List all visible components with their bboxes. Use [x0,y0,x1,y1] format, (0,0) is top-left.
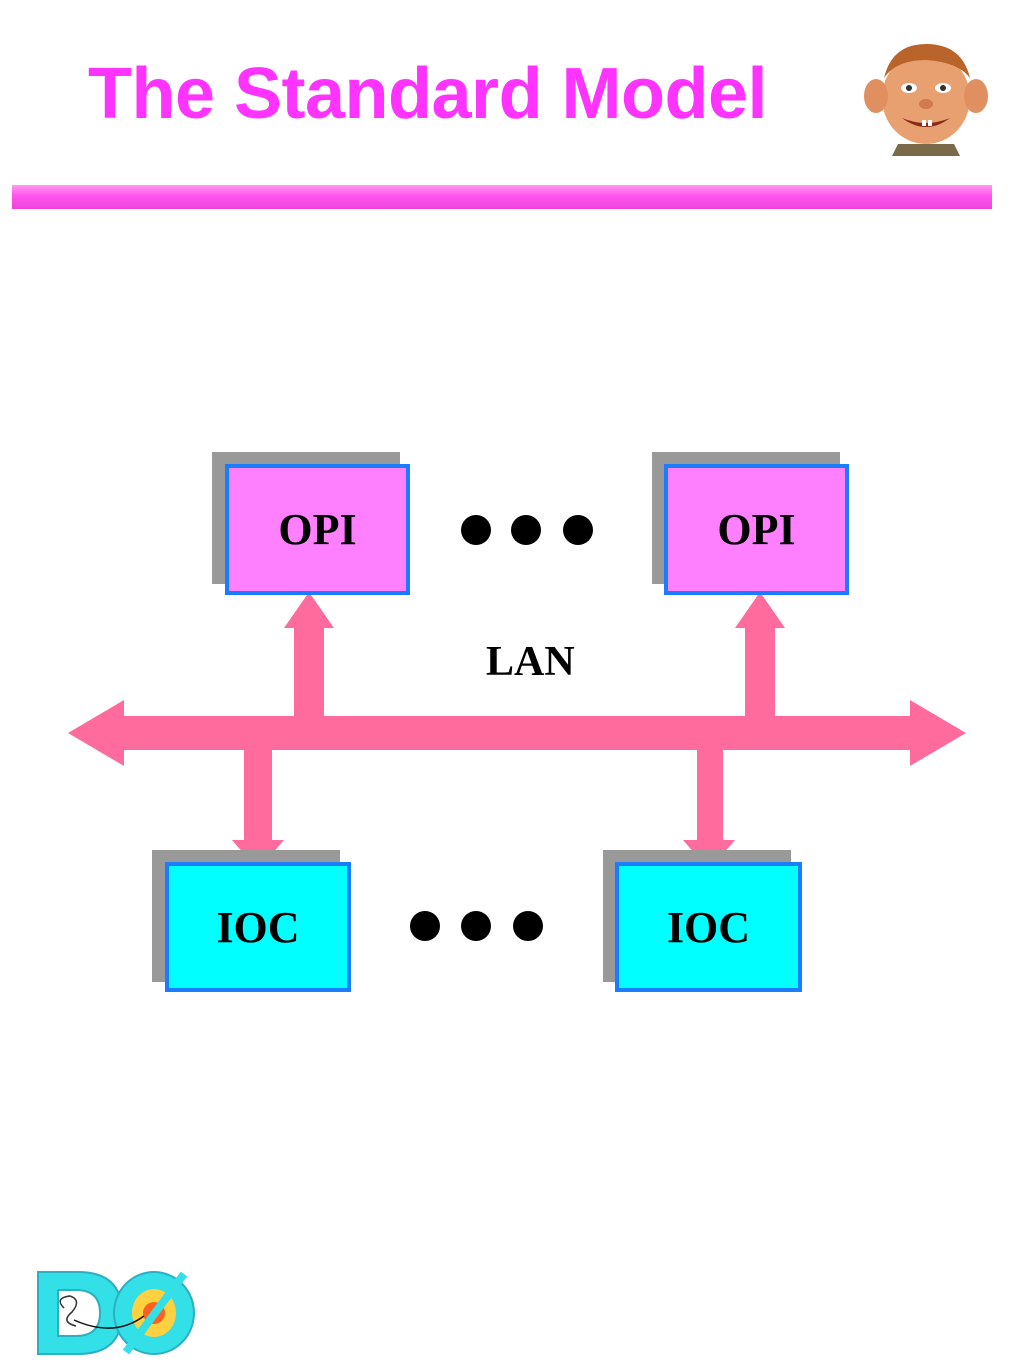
lan-to-opi-right-arrow [735,592,785,716]
ioc-label: IOC [666,902,751,952]
lan-bus-arrow [68,700,966,766]
ioc-label: IOC [216,902,300,952]
ellipsis-dot [410,911,440,941]
lan-label: LAN [486,639,575,685]
ellipsis-dot [563,515,593,545]
ellipsis-dot [461,515,491,545]
title-underline [12,185,992,209]
lan-to-ioc-left-arrow [232,750,284,870]
ioc-box-right: IOC [615,862,802,992]
opi-label: OPI [717,505,796,554]
cartoon-face-icon [864,44,988,156]
page-title: The Standard Model [88,54,768,134]
opi-box-right: OPI [664,464,849,595]
lan-to-opi-left-arrow [284,592,334,716]
d0-logo-icon [37,1271,195,1355]
opi-label: OPI [278,505,357,554]
ellipsis-dot [461,911,491,941]
lan-to-ioc-right-arrow [683,750,735,870]
opi-box-left: OPI [225,464,410,595]
ioc-box-left: IOC [165,862,351,992]
ellipsis-dot [513,911,543,941]
ellipsis-dot [511,515,541,545]
